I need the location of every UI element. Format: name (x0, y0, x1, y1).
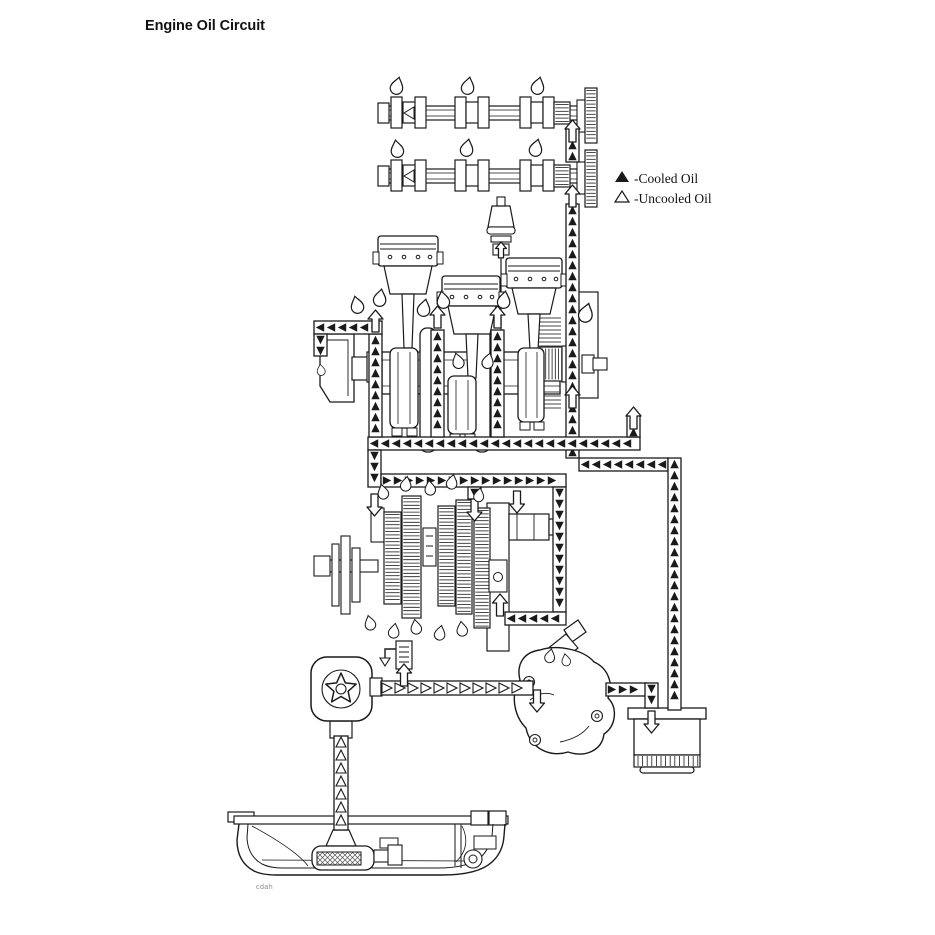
oil-drop-icon (544, 648, 556, 664)
oil-drop-icon (561, 653, 571, 667)
oil-strainer (311, 829, 403, 871)
oil-drop-icon (410, 618, 423, 635)
oil-drop-icon (459, 138, 474, 157)
transmission-gear-cluster (313, 495, 562, 652)
oil-drop-icon (416, 298, 431, 317)
footnote-mark: cdah (256, 884, 273, 891)
oil-drop-icon (433, 624, 446, 641)
legend: -Cooled Oil -Uncooled Oil (613, 171, 712, 206)
oil-drop-icon (377, 483, 390, 500)
piston-1 (372, 235, 444, 437)
cam-flow-glyph (403, 169, 415, 183)
oil-drop-icon (316, 363, 326, 376)
oil-drop-icon (389, 76, 404, 95)
oil-flow-arrows (366, 119, 660, 734)
oil-drop-icon (350, 295, 365, 314)
oil-drop-icon (387, 622, 400, 639)
filled-triangle-icon (615, 171, 629, 182)
filter-flutes (633, 754, 701, 768)
piston-3 (500, 257, 568, 431)
outline-triangle-icon (613, 189, 631, 203)
relief-return-arrow (384, 648, 396, 658)
oil-drop-icon (424, 479, 436, 496)
oil-drop-icon (530, 76, 545, 95)
oil-drops (316, 76, 593, 667)
cam-sprocket-icon (553, 149, 598, 208)
oil-drop-icon (390, 139, 405, 158)
oil-drop-icon (528, 138, 543, 157)
oil-drop-icon (452, 352, 465, 369)
oil-pump (310, 656, 383, 739)
legend-cooled-label: -Cooled Oil (634, 171, 698, 186)
oil-drop-icon (399, 475, 412, 492)
oil-filter (627, 707, 707, 774)
cam-flow-glyph (403, 106, 415, 120)
oil-drop-icon (372, 288, 387, 307)
oil-drop-icon (456, 620, 468, 637)
oil-drop-icon (496, 290, 511, 309)
cam-sprocket-icon (553, 87, 598, 144)
strainer-screen (316, 851, 362, 866)
oil-drop-icon (460, 76, 475, 95)
oil-drop-icon (364, 614, 377, 631)
transmission-gears (383, 495, 491, 629)
camshaft-exhaust (377, 149, 598, 208)
oil-drop-icon (473, 487, 485, 503)
legend-uncooled-label: -Uncooled Oil (634, 191, 712, 206)
oil-drop-icon (481, 352, 494, 370)
oil-drop-icon (577, 302, 593, 323)
page-title: Engine Oil Circuit (145, 18, 265, 34)
oil-drop-icon (445, 473, 458, 490)
input-shaft (508, 513, 550, 541)
oil-drop-icon (436, 290, 451, 309)
camshaft-intake (377, 87, 598, 144)
